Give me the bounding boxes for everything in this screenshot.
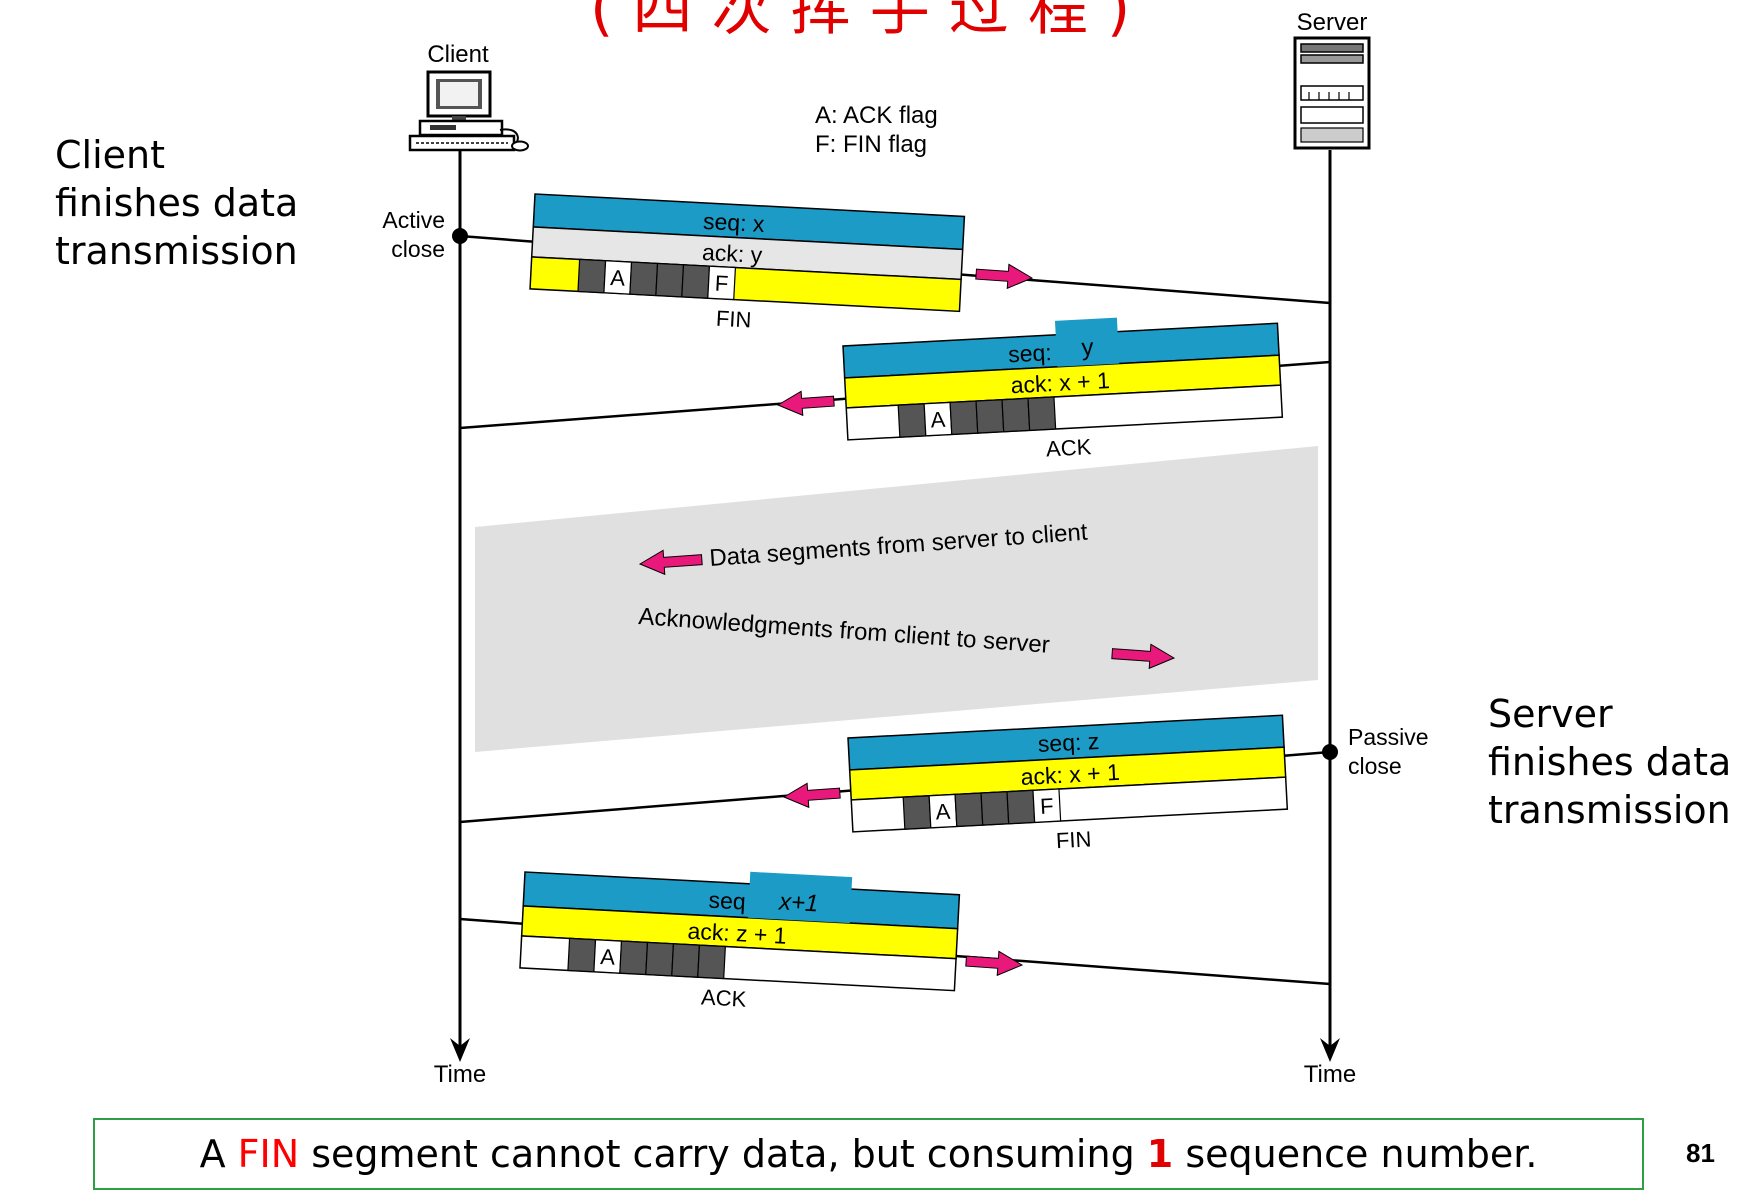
client-note: Client finishes data transmission	[55, 131, 298, 275]
server-note-line-3: transmission	[1488, 788, 1731, 832]
server-label: Server	[1297, 9, 1368, 36]
ack-segment-2: seq: y ack: x + 1 A ACK	[842, 317, 1284, 461]
fin-segment-3: seq: z ack: x + 1 A F FIN	[847, 714, 1289, 853]
segment-2-ack: ack: x + 1	[1010, 367, 1110, 398]
segment-2-seq-highlight	[1054, 317, 1120, 367]
footer-fin: FIN	[237, 1132, 300, 1176]
slide-title-fragment: ( 四 次 挥 手 过 程 )	[590, 0, 1131, 44]
segment-3-ack: ack: x + 1	[1020, 759, 1120, 790]
segment-4-flag-a: A	[600, 944, 616, 970]
footer-prefix: A	[199, 1132, 238, 1176]
segment-2-type: ACK	[1045, 434, 1092, 461]
segment-1-ack: ack: y	[701, 239, 763, 268]
client-computer-icon	[408, 70, 529, 152]
client-note-line-1: Client	[55, 133, 166, 177]
segment-2-seq: seq:	[1007, 339, 1052, 367]
active-close-label-line2: close	[391, 236, 445, 262]
segment-1-flag-f: F	[714, 271, 729, 297]
fin-segment-1-arrow-icon	[975, 263, 1034, 290]
fin-note-box: A FIN segment cannot carry data, but con…	[93, 1118, 1644, 1190]
segment-3-flag-a: A	[935, 799, 951, 825]
ack-segment-4-arrow-icon	[965, 950, 1024, 977]
acknowledgment-arrow-icon	[1111, 643, 1176, 670]
legend-fin-flag: F: FIN flag	[815, 131, 927, 158]
legend-ack-flag: A: ACK flag	[815, 102, 938, 129]
segment-3-seq: seq: z	[1037, 728, 1100, 757]
passive-close-label-line2: close	[1348, 753, 1402, 779]
data-segment-arrow-icon	[638, 549, 703, 576]
fin-segment-3-arrow-icon	[782, 782, 841, 809]
segment-3-flag-f: F	[1039, 793, 1054, 819]
segment-3-type: FIN	[1055, 826, 1092, 853]
segment-4-type: ACK	[700, 984, 747, 1011]
client-note-line-2: finishes data	[55, 181, 299, 225]
segment-1-type: FIN	[715, 306, 752, 333]
client-time-label: Time	[434, 1061, 486, 1088]
client-label: Client	[427, 41, 489, 68]
server-note: Server finishes data transmission	[1488, 690, 1731, 834]
passive-close-label: Passive	[1348, 724, 1429, 750]
footer-middle: segment cannot carry data, but consuming	[299, 1132, 1147, 1176]
active-close-label: Active	[382, 207, 445, 233]
server-note-line-2: finishes data	[1488, 740, 1732, 784]
segment-4-seq: seq	[708, 887, 746, 915]
page-number: 81	[1686, 1138, 1715, 1168]
segment-1-seq: seq: x	[702, 208, 765, 237]
server-time-arrowhead	[1320, 1038, 1340, 1062]
segment-4-seq-highlight	[747, 871, 853, 924]
data-transfer-region	[475, 446, 1318, 752]
server-note-line-1: Server	[1488, 692, 1613, 736]
client-time-arrowhead	[450, 1038, 470, 1062]
segment-4-ack: ack: z + 1	[687, 918, 787, 949]
client-note-line-3: transmission	[55, 229, 298, 273]
ack-segment-4: seq x+1 ack: z + 1 A ACK	[519, 871, 961, 1012]
segment-2-seq-value: y	[1081, 334, 1094, 362]
footer-number: 1	[1146, 1132, 1174, 1176]
segment-1-flag-a: A	[610, 265, 626, 291]
fin-segment-1: seq: x ack: y A F FIN	[529, 193, 966, 333]
server-time-label: Time	[1304, 1061, 1356, 1088]
segment-2-flag-a: A	[930, 407, 946, 433]
server-tower-icon	[1293, 36, 1371, 150]
segment-4-seq-value: x+1	[777, 888, 819, 917]
ack-segment-2-arrow-icon	[776, 390, 835, 417]
footer-suffix: sequence number.	[1173, 1132, 1538, 1176]
